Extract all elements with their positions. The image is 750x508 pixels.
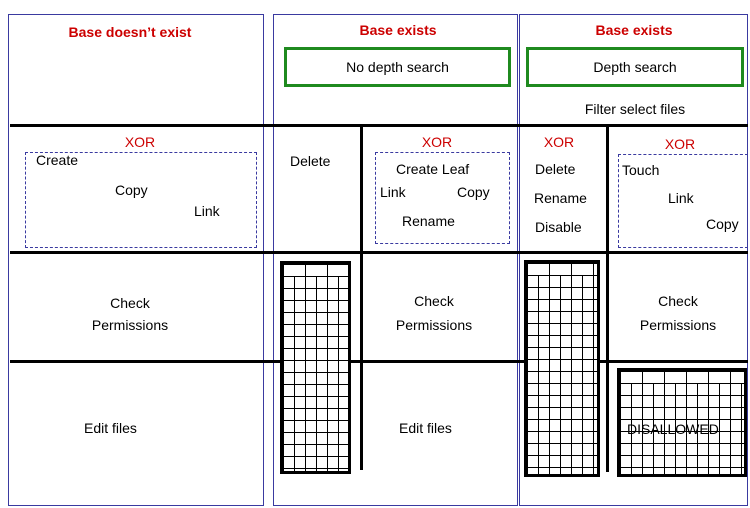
divider-middle — [10, 251, 748, 254]
op-delete-col3: Delete — [535, 161, 576, 177]
op-disable-col3: Disable — [535, 219, 582, 235]
header-base-not-exist: Base doesn’t exist — [68, 24, 192, 40]
op-link-col3: Link — [668, 190, 694, 206]
depth-search-box: Depth search — [526, 47, 744, 87]
divider-top — [10, 124, 748, 127]
no-depth-search-label: No depth search — [346, 59, 449, 75]
op-delete-col2: Delete — [290, 153, 331, 169]
edit-files-col1: Edit files — [84, 420, 137, 436]
column-base-not-exist — [8, 14, 264, 506]
op-link: Link — [194, 203, 220, 219]
xor-label-col1: XOR — [124, 134, 156, 150]
op-rename-col3: Rename — [534, 190, 587, 206]
op-link-col2: Link — [380, 184, 406, 200]
check-permissions-col1: Check Permissions — [91, 295, 169, 333]
xor-group-col1 — [25, 152, 257, 248]
divider-col2-split — [360, 126, 363, 470]
brick-wall-col3-left — [524, 260, 600, 477]
op-touch: Touch — [622, 162, 660, 178]
disallowed-label: DISALLOWED — [627, 421, 719, 437]
divider-bottom — [10, 360, 748, 363]
xor-label-col2: XOR — [421, 134, 453, 150]
no-depth-search-box: No depth search — [284, 47, 511, 87]
depth-search-label: Depth search — [593, 59, 677, 75]
check-permissions-col2: Check Permissions — [395, 293, 473, 333]
check-permissions-col3: Check Permissions — [639, 293, 717, 333]
column-base-exists-no-depth — [273, 14, 518, 506]
op-create: Create — [36, 152, 79, 168]
header-base-exists-depth: Base exists — [595, 22, 673, 38]
op-copy-col2: Copy — [457, 184, 490, 200]
column-base-exists-depth — [519, 14, 748, 506]
xor-group-col2 — [375, 152, 510, 244]
op-rename-col2: Rename — [402, 213, 455, 229]
op-create-leaf: Create Leaf — [396, 161, 470, 177]
xor-label-col3-right: XOR — [664, 136, 696, 152]
xor-group-col3 — [618, 154, 748, 248]
header-base-exists-no-depth: Base exists — [359, 22, 437, 38]
brick-wall-col2 — [280, 261, 351, 474]
xor-label-col3-left: XOR — [543, 134, 575, 150]
divider-col3-split — [606, 126, 609, 472]
op-copy-col3: Copy — [706, 216, 739, 232]
brick-wall-col3-right — [617, 368, 747, 477]
filter-select-files-label: Filter select files — [584, 101, 686, 117]
edit-files-col2: Edit files — [399, 420, 452, 436]
op-copy: Copy — [115, 182, 148, 198]
